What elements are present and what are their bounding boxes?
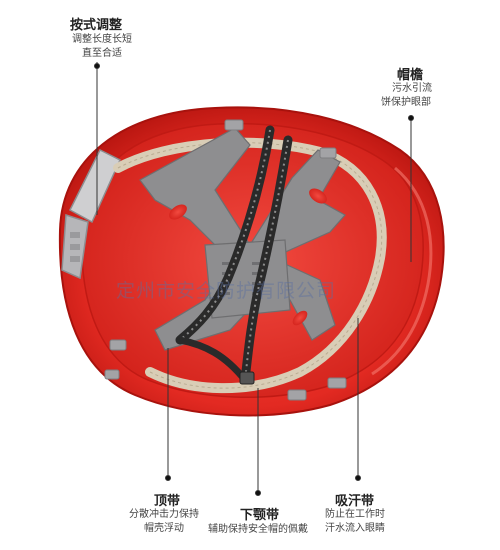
sweatband-title: 吸汗带: [335, 494, 375, 509]
brim-desc-line2: 饼保护眼部: [381, 97, 431, 108]
chin-strap: [175, 125, 293, 385]
crown-strap-desc-line1: 分散冲击力保持: [129, 509, 199, 520]
adjust-desc-line2: 直至合适: [82, 48, 122, 59]
chin-strap-title: 下颚带: [240, 508, 280, 523]
crown-strap-desc-line2: 帽壳浮动: [144, 523, 184, 534]
watermark-text: 定州市安全防护有限公司: [116, 280, 337, 302]
ratchet-adjuster: [61, 148, 121, 280]
chin-strap-desc-line1: 辅助保持安全帽的佩戴: [208, 524, 308, 535]
leader-lines: [94, 62, 414, 496]
brim-title: 帽檐: [397, 68, 424, 83]
crown-strap-title: 顶带: [154, 494, 181, 509]
brim-desc-line1: 污水引流: [392, 83, 432, 94]
adjust-title: 按式调整: [70, 18, 123, 33]
adjust-desc-line1: 调整长度长短: [72, 34, 132, 45]
rim-clips: [104, 119, 347, 401]
brim-edge: [371, 166, 433, 376]
sweatband-desc-line1: 防止在工作时: [325, 509, 385, 520]
sweatband-desc-line2: 汗水流入眼睛: [325, 523, 385, 534]
